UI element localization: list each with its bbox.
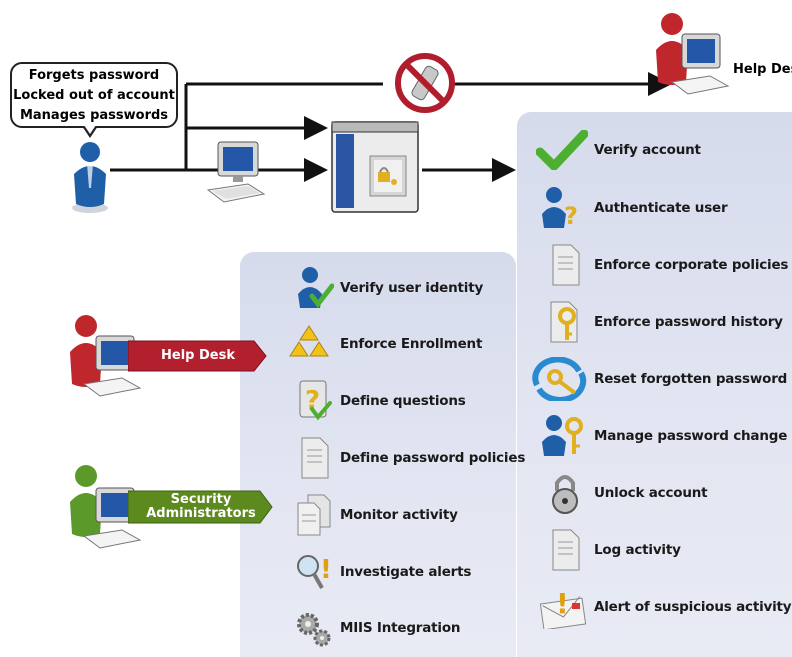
envelope-alert-icon: ! <box>536 585 590 629</box>
triangle-warning-icon <box>282 322 336 366</box>
magnifier-alert-icon: ! <box>292 550 336 594</box>
admin-feature-enforce-enrollment: Enforce Enrollment <box>282 324 482 364</box>
help-desk-person-icon <box>656 13 730 95</box>
admin-feature-label: MIIS Integration <box>340 620 461 636</box>
admin-features-panel <box>240 252 516 657</box>
document-icon <box>540 243 590 287</box>
self-service-verify-account: Verify account <box>534 130 701 170</box>
admin-feature-label: Define password policies <box>340 450 526 466</box>
gears-icon <box>292 606 336 650</box>
question-check-icon: ? <box>292 379 336 423</box>
keys-refresh-icon <box>528 357 590 401</box>
user-computer-icon <box>206 141 266 203</box>
bubble-line-2: Locked out of account <box>13 88 175 103</box>
help-desk-role-person-icon <box>70 315 142 397</box>
security-admins-role-tag: Security Administrators <box>128 488 274 526</box>
admin-feature-label: Define questions <box>340 393 466 409</box>
self-service-label: Enforce corporate policies <box>594 257 789 273</box>
help-desk-top-label: Help Desk <box>733 62 792 77</box>
document-icon <box>540 528 590 572</box>
end-user-icon <box>72 142 108 213</box>
admin-feature-label: Enforce Enrollment <box>340 336 483 352</box>
help-desk-role-tag: Help Desk <box>128 338 268 374</box>
document-key-icon <box>540 300 590 344</box>
no-phone-call-icon <box>395 53 455 113</box>
padlock-icon <box>540 471 590 515</box>
self-service-enforce-corporate-policies: Enforce corporate policies <box>540 243 789 287</box>
help-desk-role-label: Help Desk <box>161 348 235 363</box>
self-service-label: Log activity <box>594 542 681 558</box>
self-service-label: Reset forgotten password <box>594 371 788 387</box>
admin-feature-miis-integration: MIIS Integration <box>292 606 461 650</box>
self-service-log-activity: Log activity <box>540 528 681 572</box>
self-service-label: Alert of suspicious activity <box>594 599 792 615</box>
checkmark-icon <box>534 128 590 172</box>
self-service-alert-suspicious-activity: ! Alert of suspicious activity <box>536 585 792 629</box>
self-service-label: Enforce password history <box>594 314 783 330</box>
self-service-label: Verify account <box>594 142 701 158</box>
document-icon <box>292 436 336 480</box>
user-question-icon: ? <box>536 186 590 230</box>
user-key-icon <box>538 414 590 458</box>
svg-text:?: ? <box>305 386 320 416</box>
security-admin-person-icon <box>70 465 142 549</box>
security-role-label-line1: Security <box>170 492 232 507</box>
self-service-unlock-account: Unlock account <box>540 471 708 515</box>
admin-feature-define-questions: ? Define questions <box>292 379 466 423</box>
admin-feature-monitor-activity: Monitor activity <box>292 493 458 537</box>
self-service-reset-forgotten-password: Reset forgotten password <box>528 357 788 401</box>
user-speech-bubble: Forgets password Locked out of account M… <box>10 62 178 128</box>
admin-feature-investigate-alerts: ! Investigate alerts <box>292 552 471 592</box>
svg-text:?: ? <box>564 202 578 230</box>
admin-feature-label: Investigate alerts <box>340 564 472 580</box>
bubble-line-1: Forgets password <box>28 68 160 83</box>
user-check-icon <box>292 266 336 310</box>
security-role-label-line2: Administrators <box>146 506 256 521</box>
self-service-enforce-password-history: Enforce password history <box>540 300 783 344</box>
self-service-label: Manage password change <box>594 428 788 444</box>
bubble-line-3: Manages passwords <box>19 108 169 123</box>
self-service-authenticate-user: ? Authenticate user <box>536 186 728 230</box>
admin-feature-label: Monitor activity <box>340 507 458 523</box>
admin-feature-label: Verify user identity <box>340 280 484 296</box>
documents-icon <box>292 493 336 537</box>
web-portal-window-icon <box>331 121 419 213</box>
svg-text:!: ! <box>556 587 569 620</box>
self-service-label: Unlock account <box>594 485 708 501</box>
self-service-label: Authenticate user <box>594 200 728 216</box>
admin-feature-verify-user-identity: Verify user identity <box>292 266 484 310</box>
self-service-manage-password-change: Manage password change <box>538 414 788 458</box>
admin-feature-define-password-policies: Define password policies <box>292 436 526 480</box>
svg-text:!: ! <box>320 555 332 585</box>
